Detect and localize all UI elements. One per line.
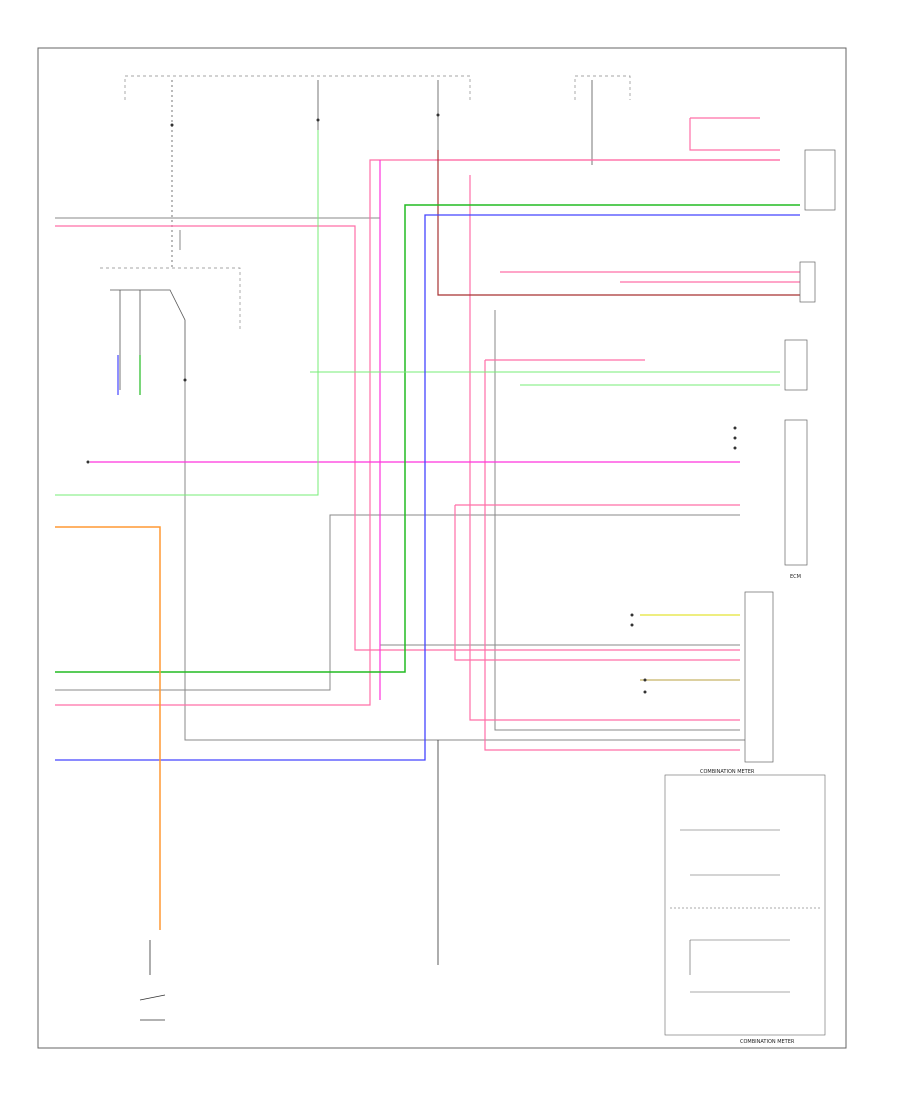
diagram-border [37, 47, 847, 1049]
pink-wires [55, 117, 800, 751]
fuse-feeds [171, 80, 593, 270]
meter-bottom-label: COMBINATION METER [740, 1039, 795, 1045]
meter-section [664, 774, 826, 1036]
green-wires [55, 204, 800, 673]
dark-red-wires [437, 150, 800, 296]
light-green-wires [55, 130, 780, 496]
magenta-wires [90, 160, 740, 700]
orange-wire [55, 526, 161, 930]
fuse-block-outline [124, 75, 471, 100]
relay-switch [110, 289, 186, 390]
relay-outline [100, 267, 241, 330]
blue-wires [55, 214, 800, 761]
gray-wires [55, 217, 745, 741]
meter-internals [670, 829, 820, 993]
ecm-label: ECM [790, 574, 801, 580]
bottom-switch [139, 940, 166, 1021]
meter-title: COMBINATION METER [700, 769, 755, 775]
fuse-block-outline-right [574, 75, 631, 100]
connector-blocks [744, 149, 836, 763]
terminal-dots [86, 113, 737, 694]
